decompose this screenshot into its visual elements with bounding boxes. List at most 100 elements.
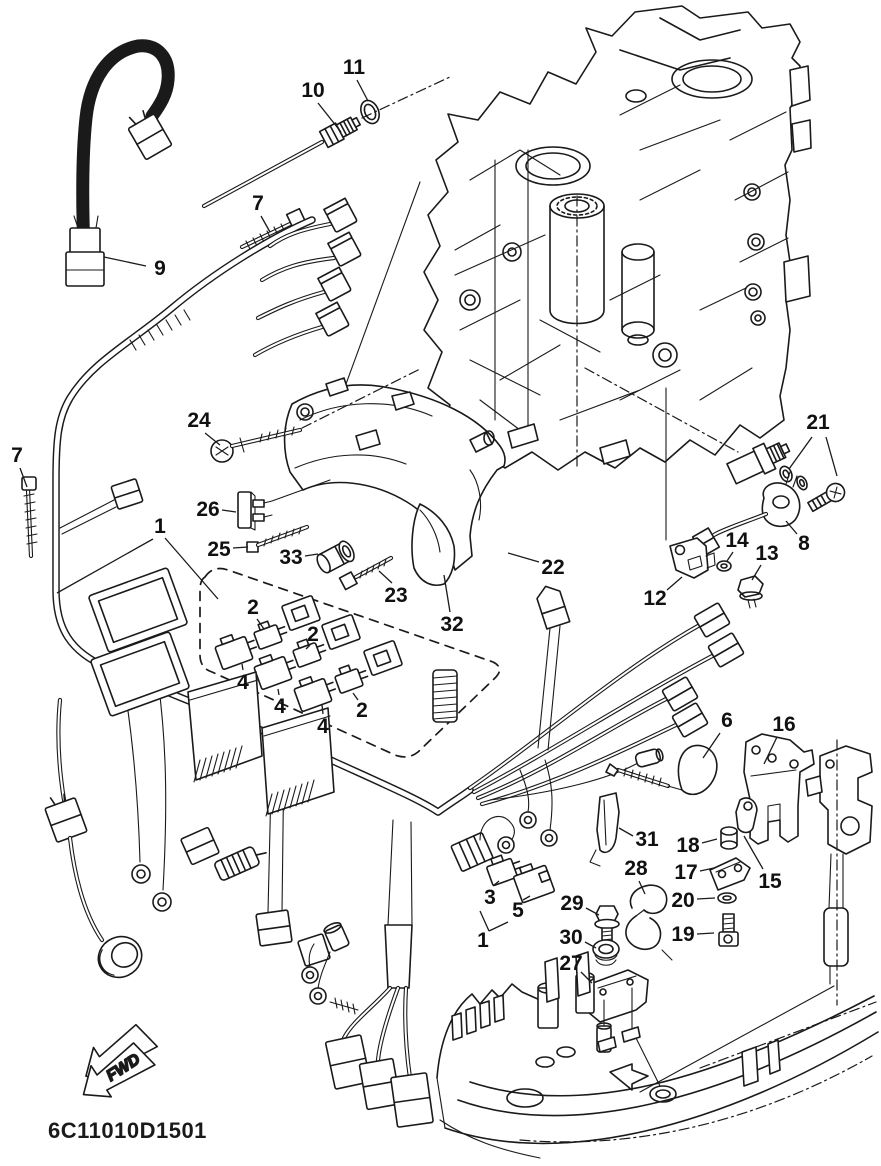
leader-line-14 [726,551,734,562]
leader-line-21 [825,436,838,477]
callout-33: 33 [279,546,302,569]
leader-line-27 [580,971,593,984]
callout-13: 13 [755,542,778,565]
bolt-13-illustration [737,575,764,609]
leader-line-1 [56,538,154,594]
latch-31-illustration [589,792,620,867]
leader-line-2 [305,644,311,650]
bolt-24-illustration [210,368,421,463]
leader-line-22 [507,552,540,563]
bolt-19-illustration [718,913,739,947]
relay-5-illustration [513,863,555,904]
leader-line-21 [788,436,813,470]
leader-lines [19,79,838,984]
callout-26: 26 [196,498,219,521]
apron-illustration [283,377,506,586]
callout-4: 4 [274,695,286,718]
bracket-16-illustration [743,733,815,845]
leader-line-1 [479,910,490,932]
callout-31: 31 [635,828,659,851]
callout-1: 1 [154,515,166,538]
leader-line-30 [584,941,597,949]
coiled-cable-illustration [65,39,175,287]
callout-4: 4 [237,671,249,694]
collar-18-illustration [720,826,738,850]
screw-25-illustration [246,524,310,553]
leader-line-33 [304,553,319,557]
leader-line-4 [277,688,280,696]
bolt-21-illustration [807,482,846,513]
callout-21: 21 [806,411,830,434]
leader-line-3 [492,880,500,887]
leader-line-13 [751,564,762,581]
leader-line-8 [785,520,798,535]
leader-line-32 [443,574,451,613]
holder-26-illustration [237,479,331,531]
relay-3-illustration [486,854,523,887]
callout-3: 3 [484,886,496,909]
leader-line-6 [702,732,721,759]
bolt-29-illustration [594,905,620,944]
boot-8-illustration [761,482,801,528]
grommet-33-illustration [316,540,355,574]
leader-line-24 [204,432,221,446]
callout-17: 17 [674,861,697,884]
callout-25: 25 [207,538,231,561]
pressure-switch-assembly-illustration [669,442,846,609]
leader-line-15 [743,835,764,870]
callout-18: 18 [676,834,700,857]
leader-line-2 [256,618,265,630]
leader-line-23 [378,570,393,584]
callout-32: 32 [440,613,463,636]
leader-line-19 [696,932,715,935]
leader-line-31 [618,827,634,837]
leader-line-28 [638,880,646,895]
leader-line-1 [488,921,509,932]
callout-2: 2 [247,596,259,619]
screw-23-illustration [338,555,394,591]
callout-16: 16 [772,713,795,736]
callout-6: 6 [721,709,733,732]
bracket-12-illustration [669,537,709,579]
callout-7: 7 [11,444,23,467]
grommet-30-illustration [592,939,620,966]
lower-cowling-illustration [436,951,879,1159]
callout-14: 14 [725,529,749,552]
callout-1: 1 [477,929,489,952]
callout-23: 23 [384,584,407,607]
oring-11-illustration [360,99,380,125]
wiring-harness-illustration [44,197,745,1128]
cable-tie-left-illustration [21,476,38,559]
clamp-28-illustration [625,884,673,961]
leader-line-7 [19,467,28,488]
leader-line-25 [232,546,249,549]
leader-line-17 [699,867,715,872]
callout-4: 4 [317,715,329,738]
callout-22: 22 [541,556,564,579]
fwd-arrow: FWD [82,1023,159,1098]
sensor-10-illustration [201,75,453,209]
callout-5: 5 [512,899,524,922]
washer-20-illustration [717,892,737,904]
leader-line-18 [701,838,718,844]
powerhead-illustration [345,5,812,541]
callout-7: 7 [252,192,264,215]
leader-line-4 [241,663,244,671]
callout-15: 15 [758,870,782,893]
leader-line-16 [763,736,778,765]
lever-15-illustration [735,797,758,834]
cable-tie-6-illustration [605,744,718,796]
callout-12: 12 [643,587,666,610]
callout-27: 27 [559,952,582,975]
washer-14-illustration [716,560,732,572]
callout-11: 11 [343,56,366,79]
leader-line-26 [221,509,237,513]
callout-2: 2 [356,699,368,722]
callout-19: 19 [671,923,694,946]
leader-line-29 [585,907,600,916]
leader-line-20 [696,897,716,900]
callout-10: 10 [301,79,324,102]
